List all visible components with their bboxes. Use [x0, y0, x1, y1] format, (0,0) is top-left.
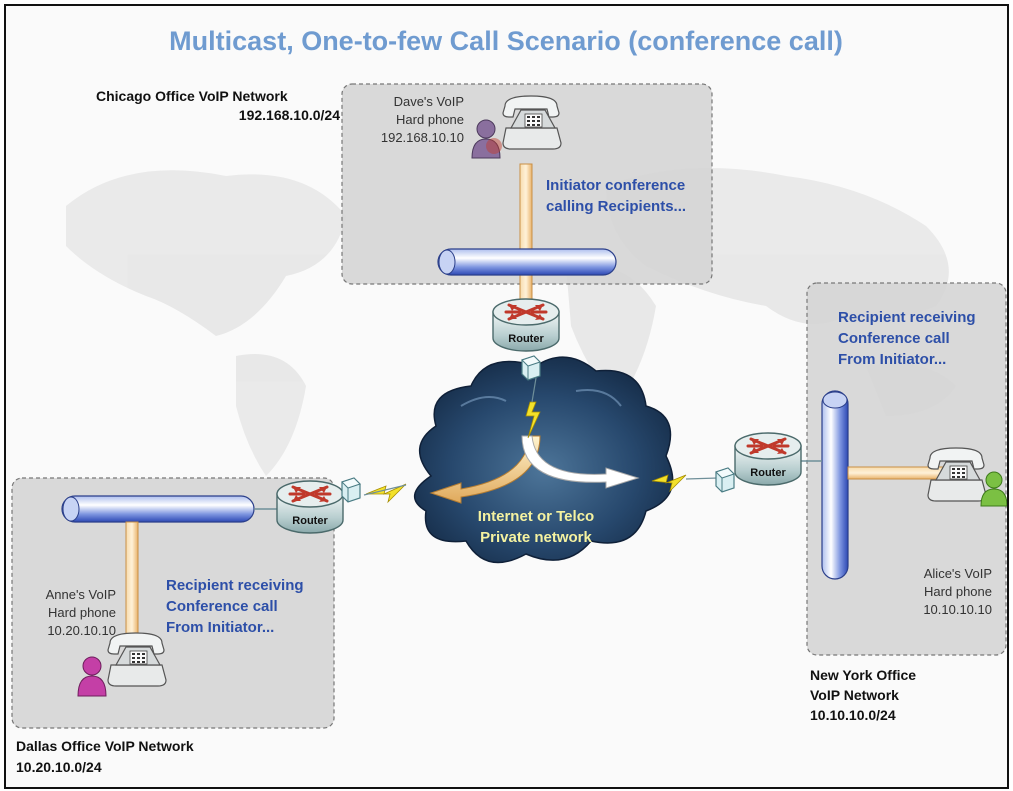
- chicago-router[interactable]: Router: [491, 297, 561, 353]
- alice-phone-label-line3: 10.10.10.10: [923, 602, 992, 617]
- wan-link-chicago: [525, 401, 541, 439]
- newyork-network-name-line2: VoIP Network: [810, 687, 899, 703]
- cloud-label-line2: Private network: [480, 529, 592, 546]
- chicago-lan-bus: [437, 248, 617, 276]
- dallas-note-line3: From Initiator...: [166, 619, 274, 636]
- network-diagram: Multicast, One-to-few Call Scenario (con…: [11, 26, 1007, 775]
- newyork-lan-bus: [821, 390, 849, 580]
- dave-phone-label-line1: Dave's VoIP: [394, 94, 464, 109]
- chicago-router-label: Router: [508, 333, 544, 345]
- chicago-hub-icon: [521, 355, 541, 381]
- chicago-network-subnet: 192.168.10.0/24: [239, 107, 340, 123]
- newyork-network-name-line1: New York Office: [810, 667, 916, 683]
- dave-phone-label-line3: 192.168.10.10: [381, 130, 464, 145]
- dave-avatar-icon: [471, 119, 502, 159]
- chicago-note-line1: Initiator conference: [546, 177, 685, 194]
- alice-phone-label-line2: Hard phone: [924, 584, 992, 599]
- dallas-lan-bus: [61, 495, 255, 523]
- newyork-note-line2: Conference call: [838, 330, 950, 347]
- dallas-note-line1: Recipient receiving: [166, 577, 304, 594]
- newyork-hub-icon: [715, 467, 735, 493]
- multicast-flow-arrows: [429, 435, 640, 504]
- diagram-title: Multicast, One-to-few Call Scenario (con…: [169, 26, 843, 56]
- anne-phone-label-line1: Anne's VoIP: [46, 587, 116, 602]
- dave-phone-label-line2: Hard phone: [396, 112, 464, 127]
- wan-link-newyork: [651, 474, 687, 493]
- dallas-network-name: Dallas Office VoIP Network: [16, 738, 194, 754]
- newyork-network-subnet: 10.10.10.0/24: [810, 707, 896, 723]
- anne-phone-label-line2: Hard phone: [48, 605, 116, 620]
- anne-avatar-icon: [77, 656, 107, 697]
- chicago-network-name: Chicago Office VoIP Network: [96, 88, 288, 104]
- chicago-phone-link: [519, 163, 533, 303]
- alice-avatar-icon: [980, 471, 1007, 507]
- newyork-router-label: Router: [750, 467, 786, 479]
- cloud-label-line1: Internet or Telco: [478, 508, 594, 525]
- dallas-router-label: Router: [292, 515, 328, 527]
- alice-phone-label-line1: Alice's VoIP: [924, 566, 992, 581]
- internet-cloud: [414, 356, 674, 564]
- newyork-router[interactable]: Router: [733, 431, 803, 487]
- dallas-note-line2: Conference call: [166, 598, 278, 615]
- newyork-note-line3: From Initiator...: [838, 351, 946, 368]
- newyork-note-line1: Recipient receiving: [838, 309, 976, 326]
- diagram-frame: Multicast, One-to-few Call Scenario (con…: [4, 4, 1009, 789]
- dallas-hub-icon: [341, 477, 361, 503]
- chicago-note-line2: calling Recipients...: [546, 198, 686, 215]
- dallas-network-subnet: 10.20.10.0/24: [16, 759, 102, 775]
- anne-phone-label-line3: 10.20.10.10: [47, 623, 116, 638]
- router-connection-lines: [254, 460, 822, 510]
- dallas-router[interactable]: Router: [275, 479, 345, 535]
